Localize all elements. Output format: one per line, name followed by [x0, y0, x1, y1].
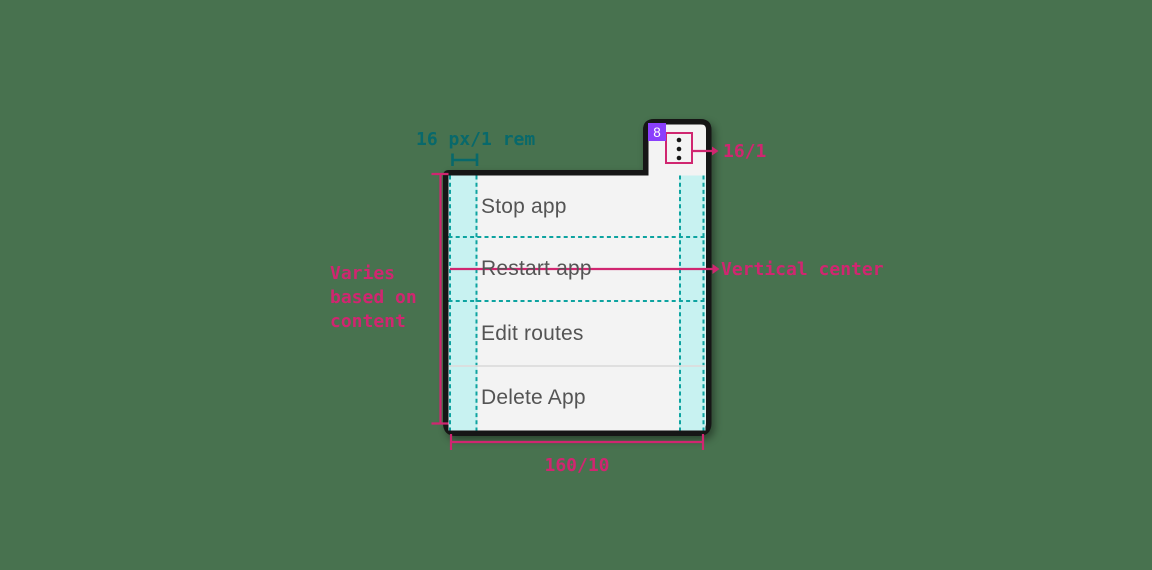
icon-size-annotation: 16/1 — [723, 141, 767, 162]
menu-item-delete-app[interactable]: Delete App — [481, 386, 586, 409]
icon-size-box — [665, 132, 693, 164]
magenta-measures — [431, 149, 713, 450]
width-annotation: 160/10 — [544, 455, 610, 476]
right-spacing-column — [679, 175, 706, 431]
menu-item-stop-app[interactable]: Stop app — [481, 194, 567, 218]
magenta-arrowheads — [712, 146, 720, 274]
menu-outline — [443, 119, 712, 436]
menu-item-restart-app[interactable]: Restart app — [481, 257, 592, 280]
padding-annotation: 16 px/1 rem — [416, 129, 536, 150]
left-spacing-column — [448, 175, 478, 431]
vertical-center-annotation: Vertical center — [721, 259, 884, 280]
status-badge: 8 — [648, 123, 666, 141]
menu-item-edit-routes[interactable]: Edit routes — [481, 321, 584, 345]
overflow-menu-vertical-icon[interactable] — [676, 137, 682, 161]
spacing-guides — [448, 175, 706, 431]
height-annotation: Varies based on content — [330, 263, 417, 332]
padding-bracket — [451, 153, 479, 166]
